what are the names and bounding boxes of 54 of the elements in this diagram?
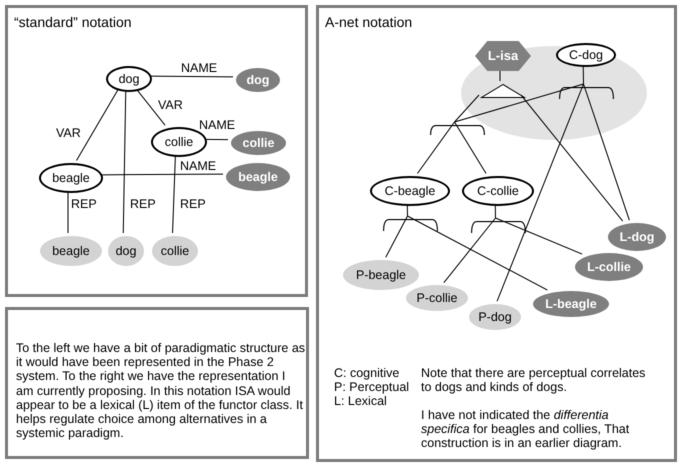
connector-line bbox=[76, 88, 120, 162]
ellipse-node: C-beagle bbox=[370, 176, 450, 206]
connector-line bbox=[407, 216, 548, 291]
connector-line bbox=[100, 174, 224, 176]
note-text: Note that there are perceptual correlates to dogs and kinds of dogs. bbox=[421, 366, 646, 394]
connector-line bbox=[495, 218, 583, 255]
connector-line bbox=[583, 84, 630, 221]
bracket bbox=[430, 125, 485, 135]
shaded-ellipse: P-dog bbox=[469, 304, 521, 330]
edge-label: REP bbox=[71, 197, 97, 211]
filled-ellipse: collie bbox=[231, 131, 286, 155]
bracket bbox=[471, 221, 526, 233]
connector-line bbox=[443, 218, 496, 284]
note-text: P: Perceptual bbox=[334, 380, 410, 394]
description-paragraph: To the left we have a bit of paradigmatic structure as it would have been represented in the Phase 2 system. To the right we have the representation I am currently proposing. In this notation ISA would appear to be a lexical (L) item of the functor class. It helps regulate choice among alternatives in a systemic paradigm. bbox=[16, 341, 306, 440]
note-text: C: cognitive bbox=[334, 366, 400, 380]
connector-line bbox=[148, 76, 234, 78]
panel bbox=[316, 5, 677, 462]
edge-label: NAME bbox=[181, 61, 218, 75]
connector-line bbox=[496, 84, 584, 302]
filled-ellipse: L-dog bbox=[608, 223, 666, 251]
bracket bbox=[383, 219, 438, 231]
panel-title: A-net notation bbox=[325, 13, 412, 32]
shaded-ellipse: P-collie bbox=[406, 285, 468, 311]
edge-label: VAR bbox=[158, 98, 183, 112]
connector-line bbox=[416, 122, 455, 174]
filled-ellipse: beagle bbox=[226, 163, 290, 191]
shaded-ellipse: collie bbox=[152, 236, 198, 266]
note-text: I have not indicated the differentia specifica for beagles and collies, That construction is in an earlier diagram. bbox=[421, 408, 630, 451]
bracket bbox=[559, 87, 614, 99]
panel bbox=[5, 5, 308, 297]
edge-label: REP bbox=[180, 197, 206, 211]
ellipse-node: C-collie bbox=[462, 176, 534, 206]
edge-label: NAME bbox=[180, 159, 216, 173]
ellipse-node: C-dog bbox=[556, 43, 616, 67]
filled-ellipse: L-beagle bbox=[533, 291, 609, 317]
filled-ellipse: dog bbox=[236, 68, 280, 92]
shaded-ellipse: dog bbox=[108, 236, 144, 266]
text-panel bbox=[5, 307, 309, 459]
connector-line bbox=[520, 94, 624, 222]
ellipse-node: dog bbox=[106, 66, 152, 92]
triangle-junction bbox=[481, 84, 525, 98]
connector-line bbox=[454, 94, 480, 122]
shaded-ellipse: P-beagle bbox=[343, 260, 419, 290]
shaded-ellipse: beagle bbox=[40, 236, 102, 266]
ellipse-node: beagle bbox=[39, 163, 103, 193]
filled-ellipse: L-collie bbox=[575, 253, 643, 281]
note-text: L: Lexical bbox=[334, 394, 388, 408]
connector-line bbox=[454, 122, 487, 174]
edge-label: VAR bbox=[56, 126, 81, 140]
connector-line bbox=[454, 84, 584, 122]
panel-title: “standard” notation bbox=[14, 13, 132, 32]
edge-label: REP bbox=[130, 197, 156, 211]
connector-line bbox=[385, 216, 408, 258]
